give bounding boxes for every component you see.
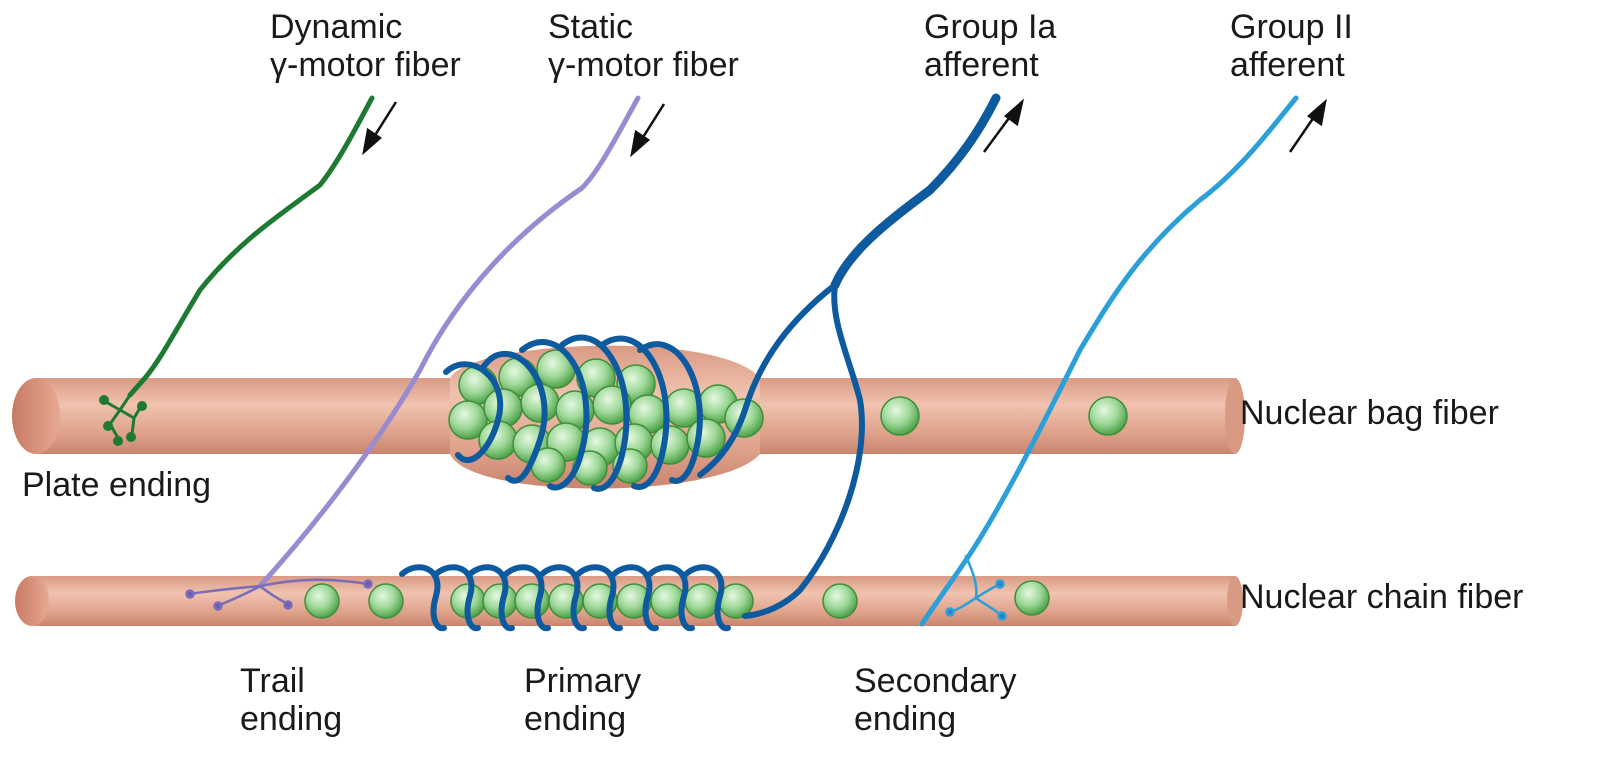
primary-ending-label: Primary ending <box>524 662 641 738</box>
static-gamma-label-line1: Static <box>548 8 739 46</box>
ia-trunk <box>835 98 996 285</box>
group-ii-label-line2: afferent <box>1230 46 1353 84</box>
trail-ending-label-line2: ending <box>240 700 342 738</box>
dynamic-gamma-label-line2: γ-motor fiber <box>270 46 461 84</box>
static-gamma-label-line2: γ-motor fiber <box>548 46 739 84</box>
nucleus <box>881 397 919 435</box>
primary-ending-label-line2: ending <box>524 700 641 738</box>
nucleus <box>651 426 689 464</box>
group-ia-label-line2: afferent <box>924 46 1056 84</box>
secondary-ending-label-line2: ending <box>854 700 1017 738</box>
nucleus <box>685 584 719 618</box>
nucleus <box>1089 397 1127 435</box>
nucleus <box>305 584 339 618</box>
static-gamma-label: Static γ-motor fiber <box>548 8 739 84</box>
ii-axon <box>922 98 1296 624</box>
plate-ending-label: Plate ending <box>22 466 211 504</box>
primary-ending-label-line1: Primary <box>524 662 641 700</box>
group-ii-label-line1: Group II <box>1230 8 1353 46</box>
group-ia-label-line1: Group Ia <box>924 8 1056 46</box>
dynamic-gamma-label: Dynamic γ-motor fiber <box>270 8 461 84</box>
nucleus <box>369 584 403 618</box>
secondary-ending-label-line1: Secondary <box>854 662 1017 700</box>
nucleus <box>823 584 857 618</box>
nuclear-chain-fiber-label: Nuclear chain fiber <box>1240 578 1523 616</box>
nuclear-bag-fiber-label: Nuclear bag fiber <box>1240 394 1499 432</box>
trail-ending-label-line1: Trail <box>240 662 342 700</box>
group-ii-afferent <box>922 98 1296 624</box>
group-ii-label: Group II afferent <box>1230 8 1353 84</box>
dynamic-down-arrow-icon <box>364 102 396 152</box>
secondary-ending-label: Secondary ending <box>854 662 1017 738</box>
chain-fiber-cap <box>15 576 49 626</box>
ii-up-arrow-icon <box>1290 102 1325 152</box>
bag-fiber-cap <box>12 378 60 454</box>
nucleus <box>1015 581 1049 615</box>
group-ia-label: Group Ia afferent <box>924 8 1056 84</box>
dynamic-gamma-axon <box>130 98 372 395</box>
trail-ending-label: Trail ending <box>240 662 342 738</box>
dynamic-gamma-label-line1: Dynamic <box>270 8 461 46</box>
static-down-arrow-icon <box>632 104 664 154</box>
group-ia-afferent <box>700 98 996 616</box>
static-gamma-axon <box>260 98 638 586</box>
